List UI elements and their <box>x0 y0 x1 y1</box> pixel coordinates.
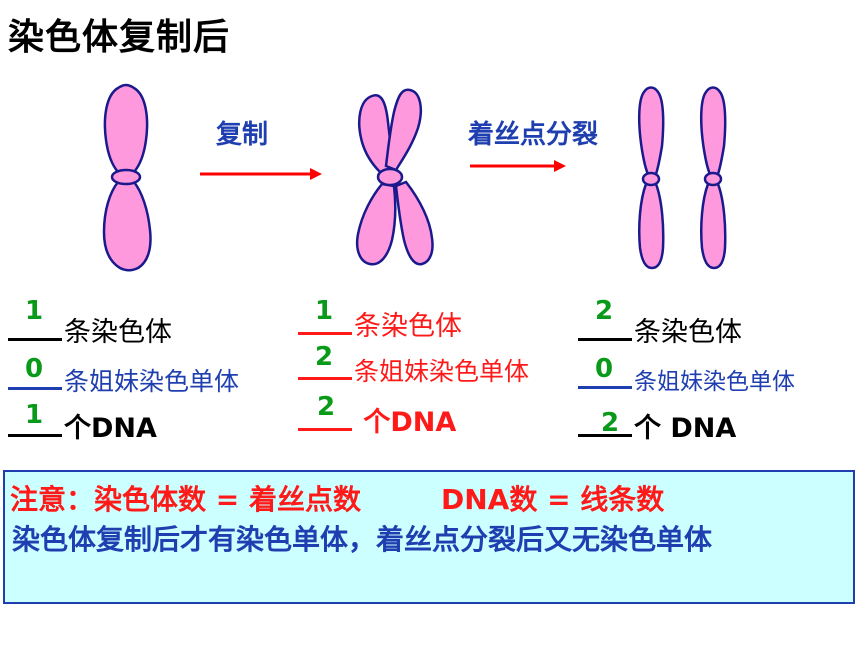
chromosome-diagram <box>102 83 727 272</box>
chromatid-left-lower <box>355 182 397 266</box>
chromosome-count-row-2: 条染色体 <box>298 304 462 343</box>
split-arrow <box>470 160 566 172</box>
split-label: 着丝点分裂 <box>468 120 599 150</box>
answer-chromatid-count-3: 0 <box>594 354 614 384</box>
answer-blank <box>298 353 352 380</box>
dna-count-label: 个 DNA <box>634 413 737 444</box>
note-box <box>3 470 855 604</box>
chromatid-count-row-1: 条姐妹染色单体 <box>8 362 239 398</box>
answer-blank <box>578 314 632 341</box>
answer-chromosome-count-1: 1 <box>24 296 44 326</box>
answer-blank <box>578 410 632 437</box>
answer-blank <box>298 404 352 431</box>
dna-count-row-3: 个 DNA <box>578 406 736 445</box>
answer-chromatid-count-1: 0 <box>24 354 44 384</box>
note-explanation: 染色体复制后才有染色单体，着丝点分裂后又无染色单体 <box>12 523 713 556</box>
answer-blank <box>8 314 62 341</box>
chromosome-upper-arm <box>103 83 149 174</box>
chromatid-right-lower <box>394 180 434 266</box>
answer-blank <box>8 410 62 437</box>
centromere <box>641 171 661 187</box>
chromosome-count-label: 条染色体 <box>354 311 462 342</box>
note-rule-chromosome: 染色体数 = 着丝点数 <box>94 483 361 516</box>
answer-dna-count-3: 2 <box>600 408 620 438</box>
answer-dna-count-1: 1 <box>24 400 44 430</box>
answer-blank <box>578 362 632 389</box>
dna-count-label: 个DNA <box>64 413 157 444</box>
separated-chromosome-2 <box>700 86 727 270</box>
dna-count-label: 个DNA <box>354 407 457 438</box>
answer-blank <box>8 363 62 390</box>
chromatid-right-upper <box>384 88 422 172</box>
answer-dna-count-2: 2 <box>316 392 336 422</box>
chromatid-count-row-3: 条姐妹染色单体 <box>578 362 795 396</box>
dna-count-row-1: 个DNA <box>8 406 157 445</box>
chromatid-count-label: 条姐妹染色单体 <box>354 357 530 386</box>
chromatid-count-row-2: 条姐妹染色单体 <box>298 352 529 388</box>
centromere <box>703 171 723 187</box>
answer-blank <box>298 308 352 335</box>
replicated-chromosome <box>355 88 434 266</box>
answer-chromosome-count-3: 2 <box>594 296 614 326</box>
dna-count-row-2: 个DNA <box>298 400 456 439</box>
replicate-label: 复制 <box>216 120 269 150</box>
chromosome-count-row-1: 条染色体 <box>8 310 172 349</box>
chromatid-count-label: 条姐妹染色单体 <box>64 367 240 396</box>
chromatid-count-label: 条姐妹染色单体 <box>634 369 795 395</box>
page-title: 染色体复制后 <box>8 17 231 58</box>
note-rules: 注意：染色体数 = 着丝点数 DNA数 = 线条数 <box>10 478 664 518</box>
centromere <box>110 168 142 186</box>
note-prefix: 注意： <box>10 483 95 516</box>
answer-chromatid-count-2: 2 <box>314 342 334 372</box>
note-rule-dna: DNA数 = 线条数 <box>440 483 665 516</box>
centromere <box>376 167 404 187</box>
chromosome-count-label: 条染色体 <box>64 317 172 348</box>
replicate-arrow <box>200 168 322 180</box>
single-chromosome <box>102 83 152 272</box>
answer-chromosome-count-2: 1 <box>314 296 334 326</box>
chromosome-lower-arm <box>102 180 152 272</box>
chromosome-count-row-3: 条染色体 <box>578 310 742 349</box>
chromosome-count-label: 条染色体 <box>634 317 742 348</box>
separated-chromosome-1 <box>638 86 665 270</box>
